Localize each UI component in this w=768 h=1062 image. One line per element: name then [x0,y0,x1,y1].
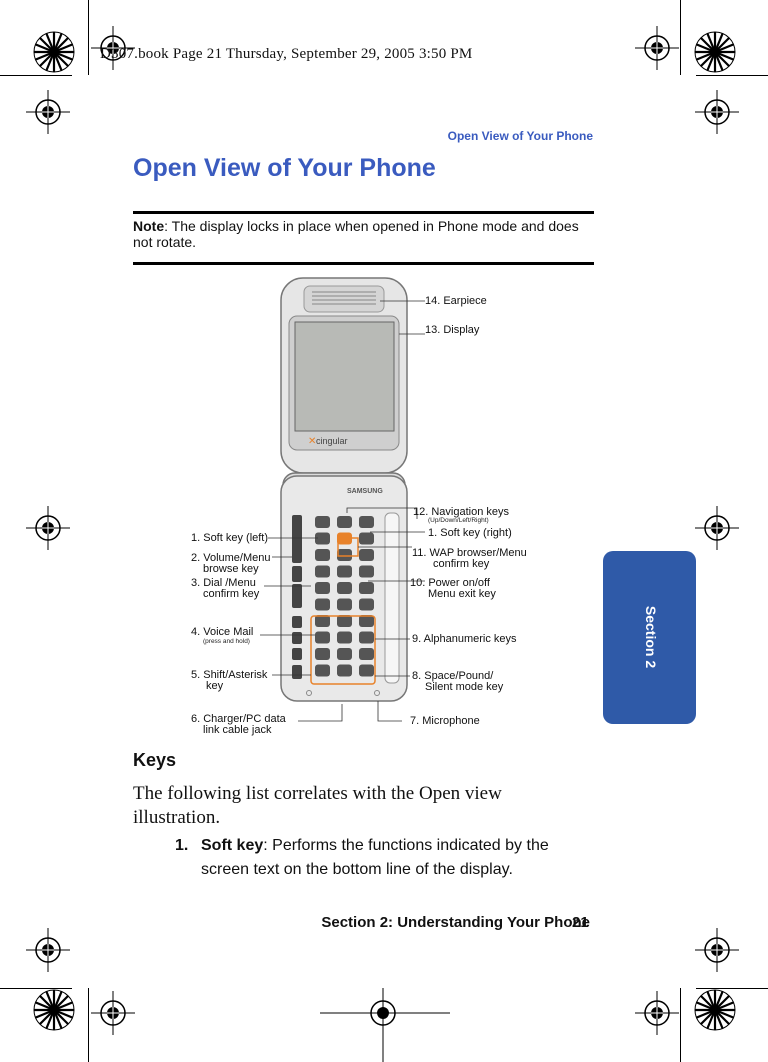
label-charger-sub: link cable jack [203,724,272,736]
footer-chapter: Section 2: Understanding Your Phone [321,914,590,931]
label-wap-browser: 11. WAP browser/Menu [412,547,527,559]
page-number: 21 [572,914,589,931]
list-item-term: Soft key [201,837,264,854]
svg-text:✕: ✕ [308,436,316,447]
label-microphone: 7. Microphone [410,715,480,727]
phone-key [359,532,374,545]
phone-key [337,582,352,594]
label-display: 13. Display [425,324,480,336]
keypad [292,515,302,679]
phone-key [359,615,374,627]
label-shift-asterisk-sub: key [206,680,224,692]
phone-key [315,532,330,545]
phone-key [315,516,330,528]
carrier-logo: cingular [316,436,348,446]
phone-key [315,582,330,594]
label-earpiece: 14. Earpiece [425,295,487,307]
phone-key [359,598,374,611]
phone-key [359,549,374,561]
print-running-head: D307.book Page 21 Thursday, September 29… [100,46,473,62]
label-space-pound-sub: Silent mode key [425,681,504,693]
label-shift-asterisk: 5. Shift/Asterisk [191,669,268,681]
phone-key [337,565,352,578]
label-power: 10. Power on/off [410,577,490,589]
label-soft-key-right: 1. Soft key (right) [428,527,512,539]
note-label: Note [133,218,165,234]
phone-key [315,648,330,660]
label-alphanumeric: 9. Alphanumeric keys [412,633,517,645]
phone-key [315,565,330,578]
label-volume-sub: browse key [203,563,259,575]
label-charger: 6. Charger/PC data [191,713,286,725]
phone-key [359,648,374,660]
label-voice-mail: 4. Voice Mail [191,626,254,638]
phone-key [359,516,374,528]
phone-key [337,549,352,561]
keys-heading: Keys [133,750,177,770]
label-voice-mail-sub: (press and hold) [203,638,250,645]
label-dial: 3. Dial /Menu [191,577,256,589]
phone-open-view-figure: cingular ✕ SAMSUNG [180,276,600,738]
phone-key [315,598,330,611]
label-navigation-keys: 12. Navigation keys [413,506,509,518]
phone-key [337,615,352,627]
phone-key [359,565,374,578]
list-item-description: : Performs the functions indicated by th… [201,837,549,878]
phone-key [315,664,330,677]
label-volume: 2. Volume/Menu [191,552,271,564]
label-space-pound: 8. Space/Pound/ [412,670,494,682]
label-power-sub: Menu exit key [428,588,496,600]
phone-illustration: cingular ✕ SAMSUNG [260,277,425,722]
note-top-rule [133,211,594,214]
page-title: Open View of Your Phone [133,154,436,182]
note-bottom-rule [133,262,594,265]
body-paragraph: The following list correlates with the O… [133,783,502,828]
list-item-text: Soft key: Performs the functions indicat… [201,834,596,882]
phone-key [359,582,374,594]
phone-key [315,549,330,561]
brand-logo: SAMSUNG [347,488,383,495]
phone-key [359,664,374,677]
phone-key [337,664,352,677]
phone-key [337,631,352,644]
section-header: Open View of Your Phone [447,129,593,143]
note-box: Note: The display locks in place when op… [133,218,594,250]
label-navigation-sub: (Up/Down/Left/Right) [428,517,489,524]
phone-key [359,631,374,644]
label-soft-key-left: 1. Soft key (left) [191,532,269,544]
label-wap-browser-sub: confirm key [433,558,490,570]
list-item-number: 1. [175,837,189,854]
phone-key [337,598,352,611]
section-side-tab-label: Section 2 [643,605,659,669]
phone-key [337,516,352,528]
label-dial-sub: confirm key [203,588,260,600]
phone-key [337,648,352,660]
note-text: : The display locks in place when opened… [133,218,579,250]
section-side-tab [603,551,696,724]
phone-key [315,615,330,627]
phone-key [315,631,330,644]
